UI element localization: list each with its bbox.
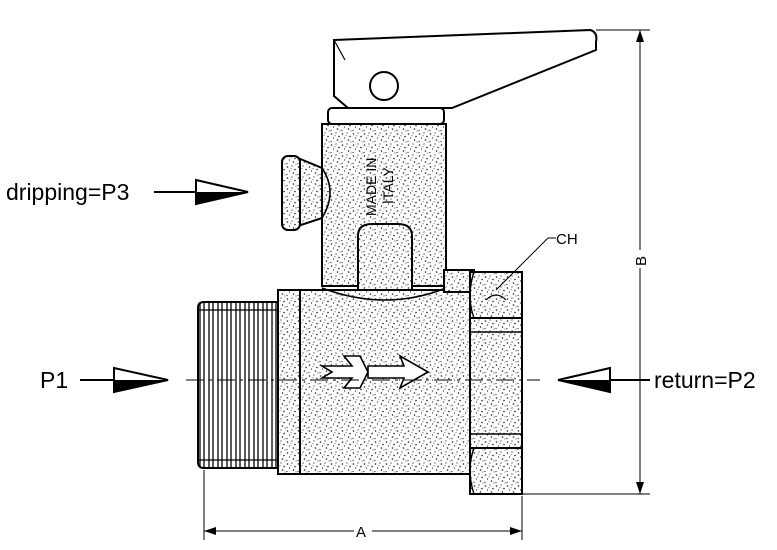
return-arrow: return=P2 [557, 366, 756, 394]
dimension-b-label: B [633, 256, 650, 266]
svg-text:ITALY: ITALY [380, 167, 396, 204]
inlet-arrow: P1 [40, 366, 169, 394]
dripping-arrow: dripping=P3 [6, 178, 249, 206]
hex-nut [469, 271, 523, 495]
valve-body [299, 269, 475, 475]
dimension-a: A [203, 470, 523, 541]
hex-label: CH [556, 231, 578, 248]
drain-nozzle [281, 155, 331, 231]
dripping-label: dripping=P3 [6, 179, 129, 205]
bonnet [321, 123, 447, 301]
inlet-label: P1 [40, 367, 68, 393]
return-label: return=P2 [654, 367, 756, 393]
hex-leader: CH [495, 231, 578, 291]
stamp-text: MADE IN ITALY [363, 158, 396, 216]
dimension-b: B [522, 29, 650, 495]
threaded-inlet [197, 289, 301, 475]
dimension-a-label: A [356, 524, 366, 541]
lever-handle [327, 28, 598, 125]
svg-text:MADE IN: MADE IN [363, 158, 379, 216]
